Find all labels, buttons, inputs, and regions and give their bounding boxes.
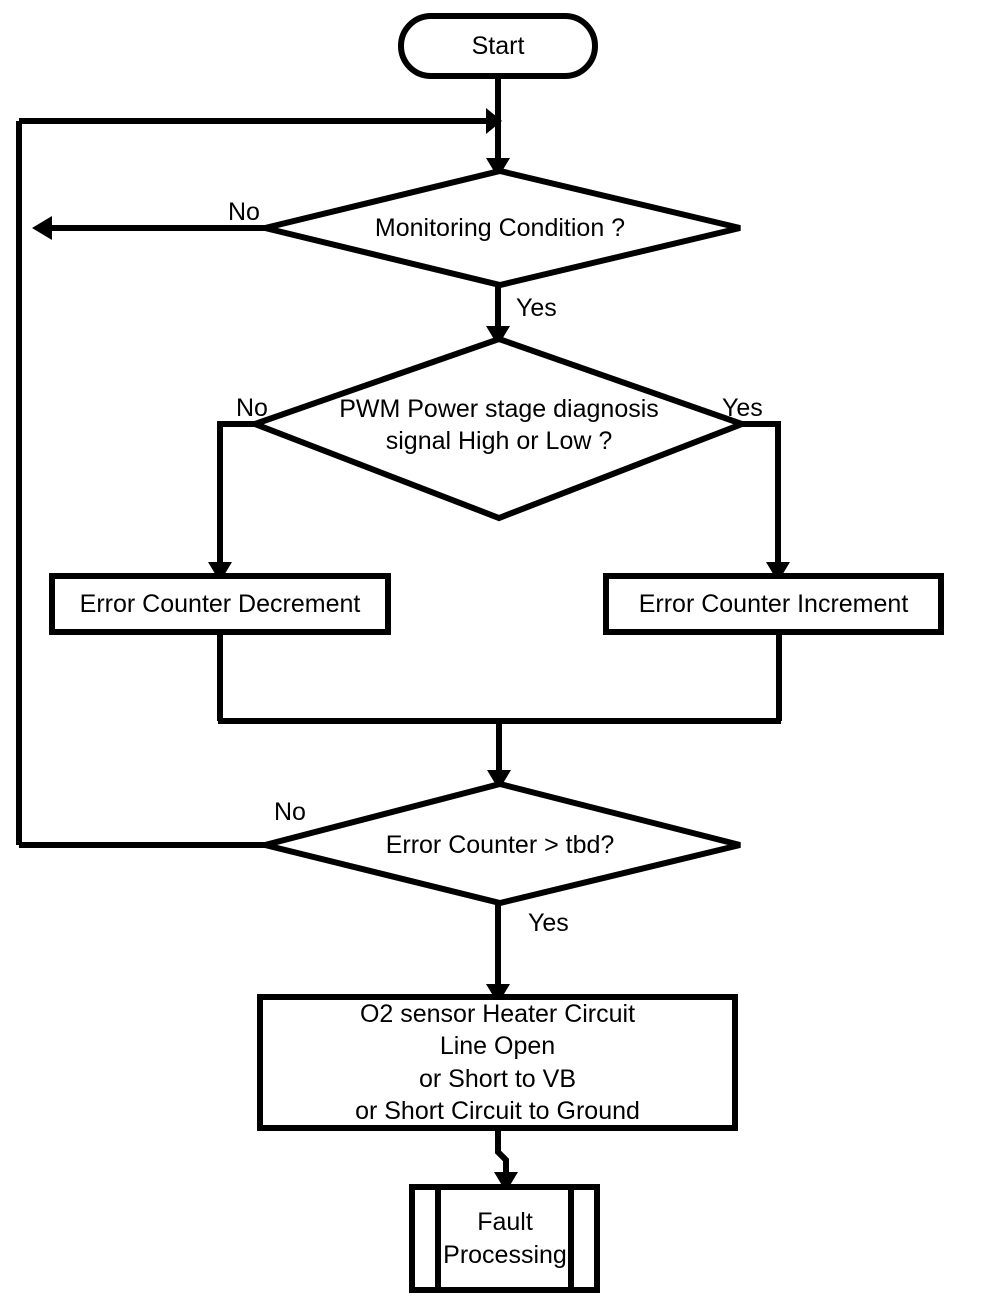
edge-pwm-yes	[742, 421, 781, 571]
node-error-counter-threshold-shape[interactable]	[264, 780, 741, 907]
arrowhead-into-pwm	[486, 326, 510, 346]
edge-pwm-no	[217, 421, 255, 571]
node-monitoring-condition-shape[interactable]	[264, 167, 741, 289]
arrowhead-into-monitoring	[486, 158, 510, 178]
edge-label-monitoring-no: No	[228, 198, 260, 226]
arrowhead-into-decrement	[208, 562, 232, 582]
edge-label-pwm-no: No	[236, 394, 268, 422]
edge-label-monitoring-yes: Yes	[516, 294, 557, 322]
arrowhead-loopback-join	[486, 108, 502, 134]
connector-layer	[16, 76, 782, 1182]
node-fault-description-shape[interactable]	[257, 994, 738, 1131]
edge-label-threshold-yes: Yes	[528, 909, 569, 937]
edge-fault-to-processing	[495, 1128, 509, 1182]
arrowhead-into-threshold	[487, 770, 511, 790]
node-error-counter-increment-shape[interactable]	[603, 573, 944, 635]
node-pwm-diagnosis-shape[interactable]	[246, 335, 751, 522]
arrowhead-into-increment	[766, 562, 790, 582]
node-fault-processing-shape[interactable]	[409, 1184, 600, 1293]
arrowhead-into-fault-processing	[494, 1172, 518, 1192]
node-error-counter-decrement-shape[interactable]	[49, 573, 391, 635]
edge-label-threshold-no: No	[274, 798, 306, 826]
arrowhead-monitoring-no	[32, 216, 52, 240]
edge-label-pwm-yes: Yes	[722, 394, 763, 422]
node-start-shape[interactable]	[398, 13, 598, 79]
